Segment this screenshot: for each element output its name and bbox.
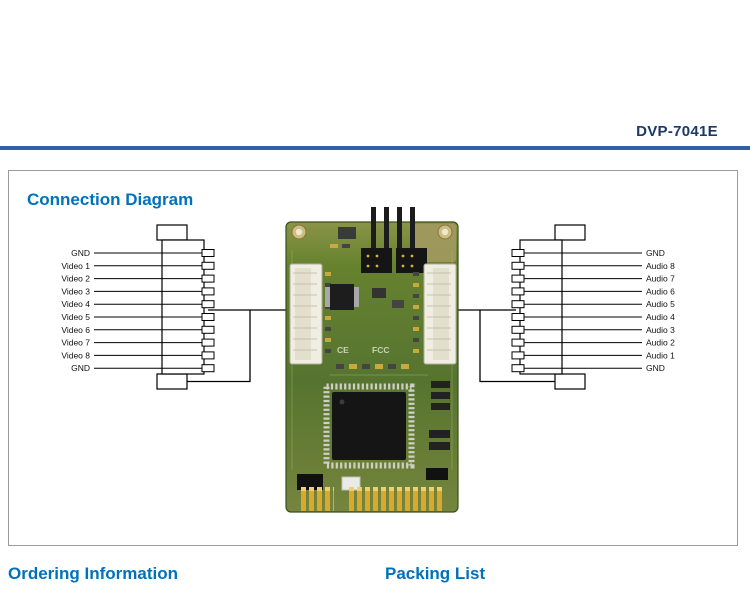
pin-label: Video 6 [61,325,90,335]
pin-label: Audio 6 [646,286,675,296]
packing-list-title: Packing List [385,564,486,583]
pin-label: GND [71,248,90,258]
header-divider [0,146,750,150]
jumper-blocks [361,248,427,273]
pin-label: Video 7 [61,338,90,348]
connection-diagram-title: Connection Diagram [27,190,194,209]
left-pin-wires [94,252,206,369]
smd-components-right [413,272,419,353]
pin-label: Video 4 [61,299,90,309]
smd-components-middle [336,364,409,369]
board-audio-connector [423,263,457,365]
left-pin-contacts [201,249,215,373]
left-pin-labels: GND Video 1 Video 2 Video 3 Video 4 Vide… [61,248,90,373]
small-components-top [330,227,356,248]
pin-label: Audio 7 [646,274,675,284]
header-pins [371,207,415,249]
fcc-mark: FCC [372,345,389,355]
mounting-holes [291,224,453,240]
right-pin-wires [520,252,642,369]
pcb-board: CE FCC [285,207,459,513]
pin-label: GND [646,363,665,373]
pin-label: Audio 3 [646,325,675,335]
pin-label: Video 2 [61,274,90,284]
pin-label: Audio 5 [646,299,675,309]
smd-components-right-lower [429,381,450,450]
edge-connector-fingers [301,487,443,511]
left-wire-connector [156,224,205,390]
pin-label: Audio 8 [646,261,675,271]
pin-label: GND [71,363,90,373]
right-pin-contacts [511,249,525,373]
pin-label: Audio 1 [646,350,675,360]
pin-label: Video 5 [61,312,90,322]
left-cable-line [187,309,292,383]
ce-mark: CE [337,345,349,355]
pin-label: Video 3 [61,286,90,296]
right-cable-line [456,309,555,383]
product-title: DVP-7041E [636,123,718,140]
pin-label: GND [646,248,665,258]
right-wire-connector [519,224,586,390]
pin-label: Video 8 [61,350,90,360]
pin-label: Video 1 [61,261,90,271]
right-pin-labels: GND Audio 8 Audio 7 Audio 6 Audio 5 Audi… [646,248,675,373]
pin-label: Audio 2 [646,338,675,348]
soic-chip [325,284,404,310]
pin-label: Audio 4 [646,312,675,322]
main-processor-chip [323,383,415,469]
board-video-connector [289,263,323,365]
ordering-information-title: Ordering Information [8,564,178,583]
